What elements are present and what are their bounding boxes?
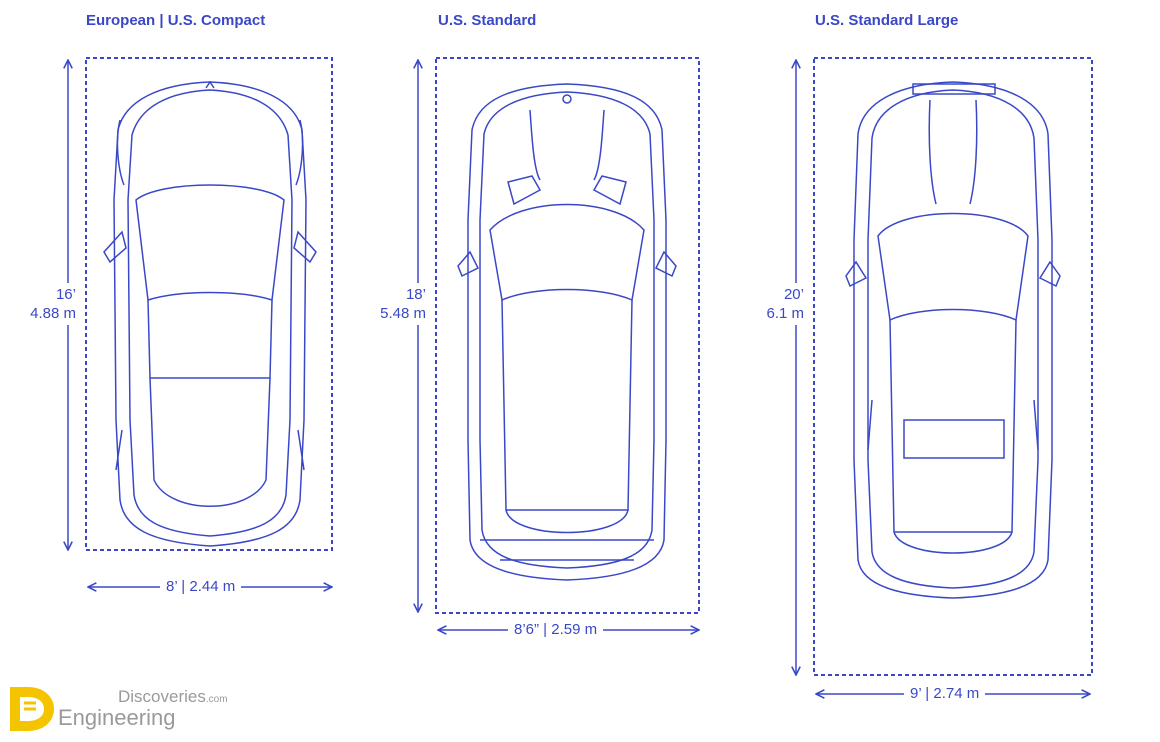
- length-ft-compact: 16’: [55, 286, 76, 303]
- length-label-standard-large: 20’ 6.1 m: [740, 283, 806, 325]
- width-label-standard: 8’6” | 2.59 m: [508, 621, 604, 639]
- logo-line2: Engineering: [58, 705, 176, 730]
- title-compact: European | U.S. Compact: [86, 12, 266, 29]
- length-ft-standard-large: 20’: [783, 286, 804, 303]
- discoveries-engineering-logo: Discoveries.com Engineering: [6, 683, 246, 735]
- width-label-compact: 8’ | 2.44 m: [160, 578, 242, 596]
- length-m-compact: 4.88 m: [30, 305, 76, 322]
- length-ft-standard: 18’: [405, 286, 426, 303]
- length-label-compact: 16’ 4.88 m: [10, 283, 78, 325]
- length-m-standard-large: 6.1 m: [766, 305, 804, 322]
- length-label-standard: 18’ 5.48 m: [360, 283, 428, 325]
- car-standard: [457, 83, 677, 581]
- parking-space-standard-large: [813, 57, 1093, 676]
- logo-line1: Discoveries.com: [118, 687, 228, 706]
- car-standard-large: [845, 81, 1061, 599]
- parking-space-compact: [85, 57, 333, 551]
- parking-space-standard: [435, 57, 700, 614]
- logo-mark-icon: [10, 687, 54, 731]
- car-compact: [103, 80, 317, 547]
- title-standard-large: U.S. Standard Large: [815, 12, 959, 29]
- title-standard: U.S. Standard: [438, 12, 537, 29]
- width-label-standard-large: 9’ | 2.74 m: [904, 685, 986, 703]
- length-m-standard: 5.48 m: [380, 305, 426, 322]
